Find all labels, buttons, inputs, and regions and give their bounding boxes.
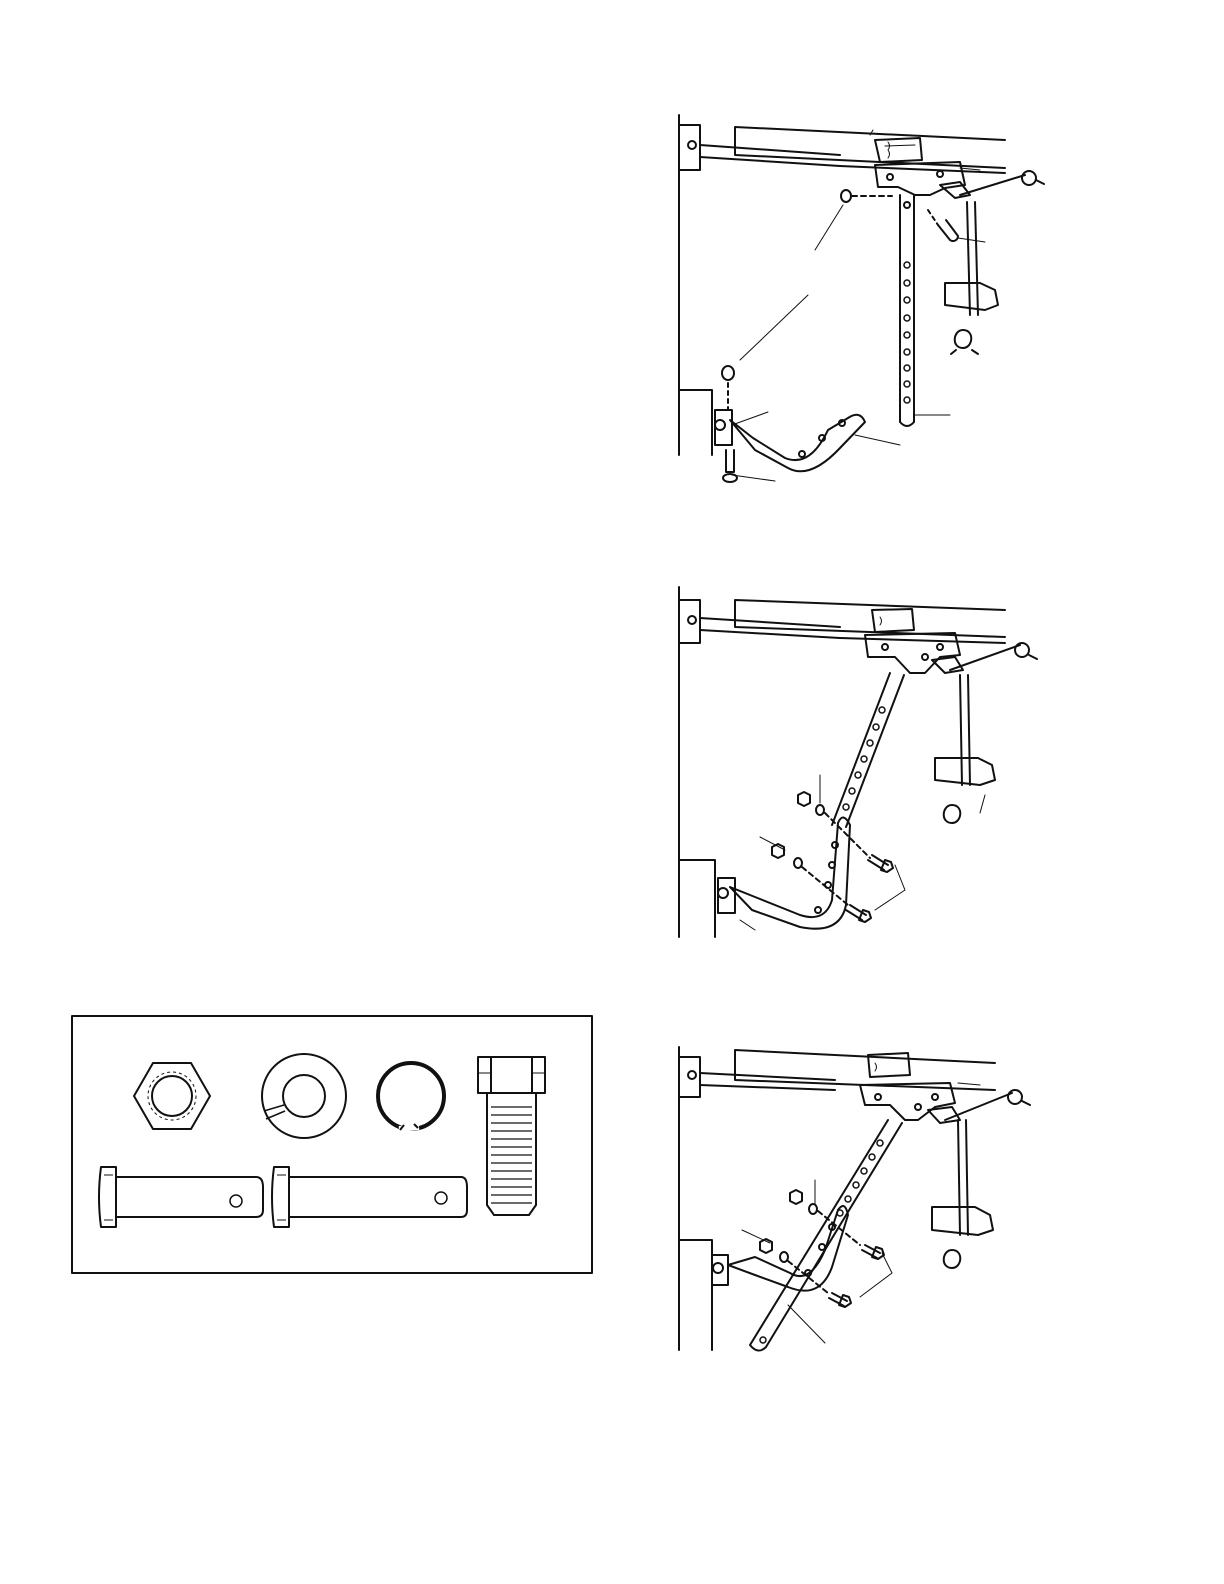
nut-and-washer-lower xyxy=(760,1239,788,1262)
release-rope-handle xyxy=(935,643,1037,823)
figure-1-arm-attachment xyxy=(660,100,1060,495)
ring-fastener-bottom xyxy=(722,366,734,380)
bolt-upper xyxy=(868,855,893,872)
curved-door-arm xyxy=(728,1206,848,1291)
rail xyxy=(735,600,1005,637)
ring-fastener-icon xyxy=(378,1063,444,1130)
ring-fastener-top xyxy=(841,190,851,202)
hardware-box-border xyxy=(72,1016,592,1273)
hardware-shown-actual-size xyxy=(71,1015,593,1274)
clevis-pin-short-icon xyxy=(99,1167,263,1227)
bolt-lower xyxy=(846,905,871,922)
release-rope-handle xyxy=(932,1090,1030,1268)
clevis-pin-top xyxy=(938,220,958,241)
door-top-panel xyxy=(679,1240,712,1350)
door-top-panel xyxy=(679,860,715,937)
clevis-pin-long-icon xyxy=(272,1167,467,1227)
door-bracket xyxy=(715,410,732,445)
hex-nut-icon xyxy=(134,1063,210,1129)
nut-and-washer-lower xyxy=(772,844,802,868)
straight-door-arm xyxy=(832,673,904,827)
release-rope-handle xyxy=(945,171,1044,354)
inner-rail xyxy=(700,145,840,166)
lock-washer-icon xyxy=(262,1054,346,1138)
door-top-panel xyxy=(679,390,712,455)
straight-door-arm xyxy=(750,1120,902,1351)
figure-3-arm-assembly-alt xyxy=(660,1035,1060,1365)
header-bracket-hole xyxy=(688,141,696,149)
hex-bolt-icon xyxy=(478,1057,545,1215)
curved-door-arm xyxy=(730,817,850,928)
header-bracket xyxy=(679,600,700,643)
bolt-upper xyxy=(862,1245,884,1259)
door-bracket xyxy=(718,878,735,913)
bolt-lower xyxy=(829,1293,851,1307)
curved-door-arm xyxy=(730,415,865,471)
figure-2-arm-assembly xyxy=(660,575,1060,945)
nut-and-washer-upper xyxy=(790,1190,817,1214)
straight-door-arm xyxy=(900,195,914,426)
clevis-pin-bottom xyxy=(723,450,737,482)
door-bracket xyxy=(712,1255,728,1285)
